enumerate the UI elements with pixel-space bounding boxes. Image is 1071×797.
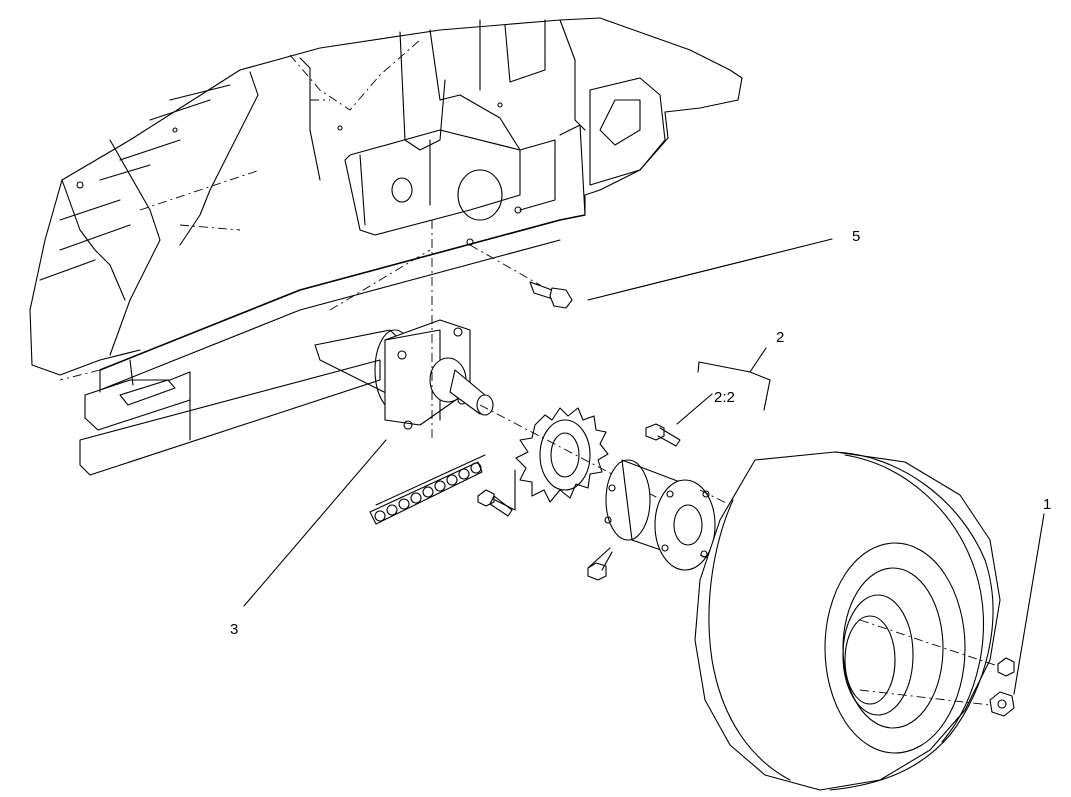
roller-chain [369, 454, 486, 525]
lug-nuts-1 [989, 657, 1015, 717]
leader-lines [243, 238, 1045, 695]
sprocket [479, 404, 701, 521]
callout-1: 1 [1043, 496, 1051, 513]
callout-2-2: 2:2 [714, 389, 735, 406]
bolt-5 [469, 244, 573, 309]
callout-3: 3 [230, 621, 238, 638]
hub-fasteners [477, 423, 681, 581]
tire-wheel [694, 451, 1001, 791]
frame [29, 17, 743, 476]
callout-2: 2 [776, 329, 784, 346]
callout-5: 5 [852, 228, 860, 245]
bearing-housing-3 [314, 220, 494, 440]
wheel-hub-2 [604, 459, 741, 571]
